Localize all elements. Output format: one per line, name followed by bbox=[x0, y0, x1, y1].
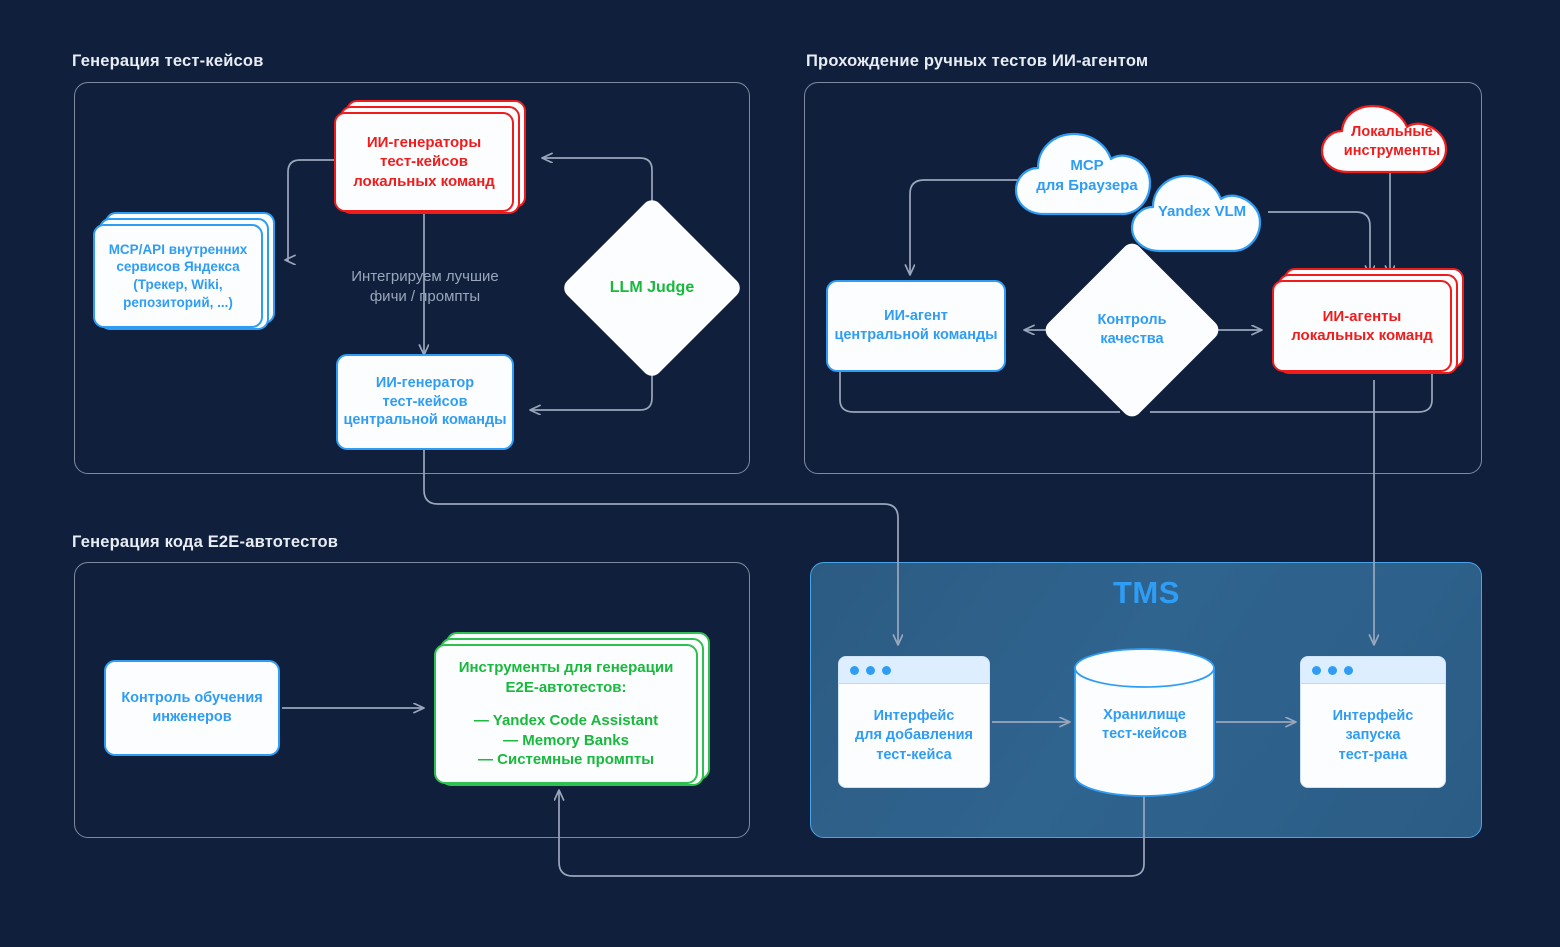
node-label-ui-run-testrun: Интерфейс запуска тест-рана bbox=[1332, 708, 1414, 763]
node-label-testcase-storage: Хранилище тест-кейсов bbox=[1101, 707, 1188, 743]
window-dot-icon bbox=[1328, 665, 1337, 675]
group-frame-test-case-generation bbox=[74, 82, 750, 474]
window-dot-icon bbox=[866, 665, 875, 675]
group-frame-e2e-code-generation bbox=[74, 562, 750, 838]
tms-title: TMS bbox=[1113, 575, 1180, 610]
node-label-training-control: Контроль обучения инженеров bbox=[121, 690, 263, 725]
group-title-e2e-code-generation: Генерация кода E2E-автотестов bbox=[72, 533, 339, 551]
node-label-llm-judge: LLM Judge bbox=[609, 278, 695, 296]
group-title-manual-tests-agent: Прохождение ручных тестов ИИ-агентом bbox=[806, 52, 1149, 70]
node-label-ui-add-testcase: Интерфейс для добавления тест-кейса bbox=[855, 708, 973, 763]
edge-label-integrate-best: Интегрируем лучшие фичи / промпты bbox=[351, 268, 499, 306]
group-frame-manual-tests-agent bbox=[804, 82, 1482, 474]
node-ai-generator-central[interactable]: ИИ-генератор тест-кейсов центральной ком… bbox=[336, 354, 514, 450]
cloud-shape bbox=[1130, 174, 1262, 253]
node-title-e2e-tools: Инструменты для генерации E2E-автотестов… bbox=[458, 659, 674, 696]
window-dot-icon bbox=[850, 665, 859, 675]
node-label-mcp-browser: MCP для Браузера bbox=[1036, 157, 1138, 194]
node-ai-agent-central[interactable]: ИИ-агент центральной команды bbox=[826, 280, 1006, 372]
window-titlebar bbox=[1301, 657, 1445, 684]
node-label-quality-control: Контроль качества bbox=[1097, 312, 1167, 347]
node-llm-judge[interactable]: LLM Judge bbox=[560, 196, 744, 380]
window-dot-icon bbox=[1344, 665, 1353, 675]
node-local-tools[interactable]: Локальные инструменты bbox=[1318, 102, 1466, 178]
window-dot-icon bbox=[1312, 665, 1321, 675]
cloud-shape bbox=[1014, 132, 1152, 216]
node-label-ai-generator-central: ИИ-генератор тест-кейсов центральной ком… bbox=[343, 374, 507, 429]
node-label-mcp-api-yandex: MCP/API внутренних сервисов Яндекса (Тре… bbox=[93, 224, 263, 328]
node-testcase-storage[interactable]: Хранилище тест-кейсов bbox=[1072, 646, 1217, 798]
group-title-test-case-generation: Генерация тест-кейсов bbox=[72, 52, 264, 70]
node-ui-add-testcase[interactable]: Интерфейс для добавления тест-кейса bbox=[838, 656, 990, 788]
e2e-tool-item-0: — Yandex Code Assistant bbox=[473, 712, 659, 730]
node-label-ai-agent-central: ИИ-агент центральной команды bbox=[834, 308, 998, 343]
node-label-local-tools: Локальные инструменты bbox=[1343, 124, 1441, 159]
window-titlebar bbox=[839, 657, 989, 684]
node-label-ai-agents-local: ИИ-агенты локальных команд bbox=[1272, 280, 1452, 372]
node-label-yandex-vlm: Yandex VLM bbox=[1157, 203, 1247, 220]
node-label-ai-generators-local: ИИ-генераторы тест-кейсов локальных кома… bbox=[334, 112, 514, 212]
window-dot-icon bbox=[882, 665, 891, 675]
node-ui-run-testrun[interactable]: Интерфейс запуска тест-рана bbox=[1300, 656, 1446, 788]
node-training-control[interactable]: Контроль обучения инженеров bbox=[104, 660, 280, 756]
e2e-tool-item-2: — Системные промпты bbox=[477, 751, 655, 769]
node-yandex-vlm[interactable]: Yandex VLM bbox=[1128, 170, 1276, 258]
node-quality-control[interactable]: Контроль качества bbox=[1041, 239, 1223, 421]
cylinder-shape bbox=[1074, 648, 1215, 797]
node-mcp-browser[interactable]: MCP для Браузера bbox=[1012, 128, 1162, 222]
e2e-tool-item-1: — Memory Banks bbox=[503, 731, 629, 749]
cloud-shape bbox=[1320, 104, 1448, 174]
